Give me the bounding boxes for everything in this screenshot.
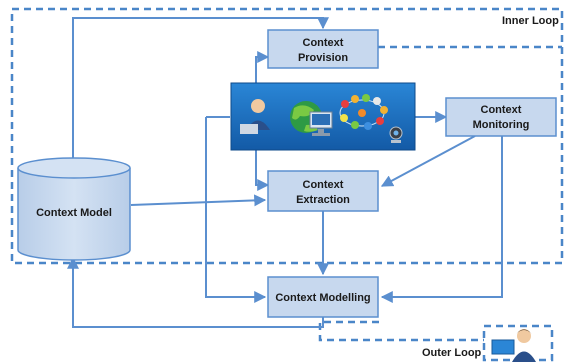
model-to-provision-arrow — [72, 17, 329, 160]
context-monitoring-label-2: Monitoring — [473, 119, 530, 131]
globe-computer-icon — [290, 101, 333, 136]
context-extraction-label-2: Extraction — [296, 194, 350, 206]
panel-to-provision-arrow — [255, 51, 270, 83]
modelling-to-model-arrow — [67, 256, 324, 328]
panel-to-modelling-arrow — [205, 117, 267, 303]
context-model-cylinder: Context Model — [17, 157, 131, 261]
context-provision-label-1: Context — [303, 37, 344, 49]
inner-loop-label: Inner Loop — [502, 15, 559, 27]
inner-loop-boundary — [10, 7, 564, 265]
user-at-desk-icon — [240, 99, 270, 134]
monitoring-to-modelling-arrow — [380, 136, 503, 303]
context-monitoring-label-1: Context — [481, 104, 522, 116]
panel-to-extraction-arrow — [255, 150, 270, 191]
outer-loop-label: Outer Loop — [422, 347, 482, 359]
context-provision-node: Context Provision — [267, 29, 379, 69]
people-network-icon — [339, 94, 388, 130]
context-modelling-node: Context Modelling — [267, 276, 379, 318]
context-extraction-label-1: Context — [303, 179, 344, 191]
monitoring-to-extraction-arrow — [380, 135, 476, 187]
model-to-extraction-arrow — [130, 194, 267, 207]
context-provision-label-2: Provision — [298, 52, 348, 64]
context-extraction-node: Context Extraction — [267, 170, 379, 212]
webcam-icon — [389, 126, 403, 143]
context-model-label: Context Model — [36, 207, 112, 219]
context-modelling-label: Context Modelling — [275, 292, 370, 304]
context-monitoring-node: Context Monitoring — [445, 97, 557, 137]
outer-loop-user-icon — [491, 329, 536, 362]
outer-loop-boundary — [318, 320, 554, 362]
connectors — [67, 17, 503, 328]
context-sources-panel — [230, 82, 416, 151]
